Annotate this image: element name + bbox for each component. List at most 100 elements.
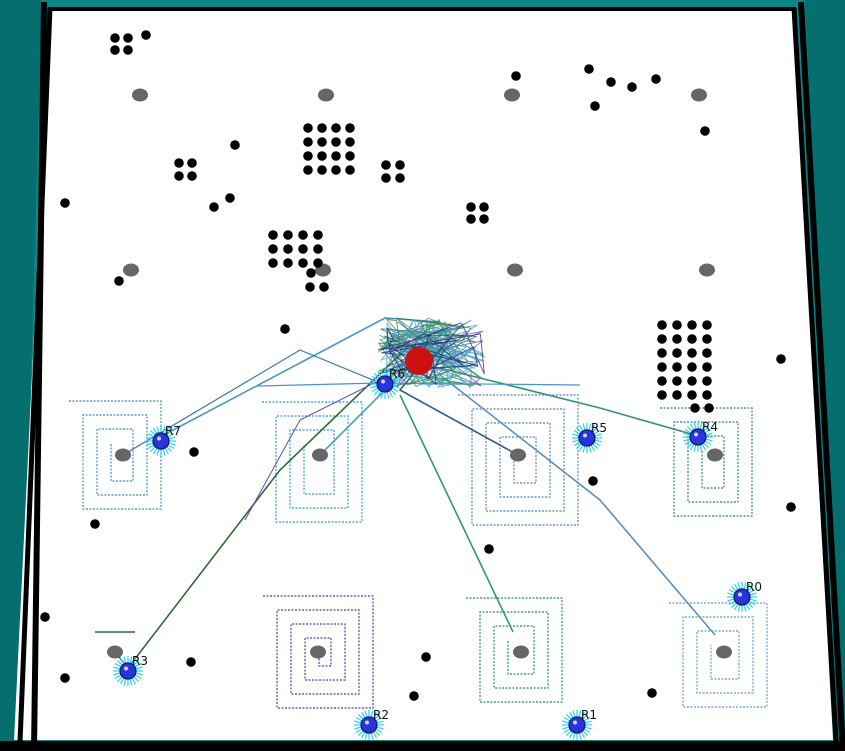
robot-r5[interactable]: R5 bbox=[572, 421, 607, 453]
obstacle-dot-icon bbox=[317, 165, 327, 175]
obstacle-dot-icon bbox=[409, 691, 419, 701]
obstacle-dot-icon bbox=[466, 214, 476, 224]
robot-label: R1 bbox=[581, 708, 597, 722]
goal-disc bbox=[405, 347, 433, 375]
robot-r3[interactable]: R3 bbox=[113, 654, 148, 686]
robot-label: R4 bbox=[702, 420, 718, 434]
robot-marker-icon bbox=[376, 375, 394, 393]
obstacle-dot-icon bbox=[466, 202, 476, 212]
robot-label: R5 bbox=[591, 421, 607, 435]
robot-halo bbox=[113, 656, 143, 686]
obstacle-dot-icon bbox=[317, 137, 327, 147]
robot-halo bbox=[727, 582, 757, 612]
obstacle-dot-icon bbox=[657, 334, 667, 344]
obstacle-dot-icon bbox=[268, 230, 278, 240]
obstacle-dot-icon bbox=[672, 348, 682, 358]
trail-path-r2 bbox=[244, 379, 381, 521]
obstacle-dot-icon bbox=[657, 376, 667, 386]
robot-r4[interactable]: R4 bbox=[683, 420, 718, 452]
robot-r0[interactable]: R0 bbox=[727, 580, 762, 612]
obstacle-dot-icon bbox=[331, 151, 341, 161]
obstacle-dot-icon bbox=[381, 160, 391, 170]
waypoint-icon bbox=[310, 645, 326, 659]
waypoint-icon bbox=[507, 263, 523, 277]
robot-r2[interactable]: R2 bbox=[354, 708, 389, 740]
obstacle-dot-icon bbox=[283, 244, 293, 254]
obstacle-dot-icon bbox=[283, 230, 293, 240]
obstacle-dot-icon bbox=[647, 688, 657, 698]
left-wall bbox=[0, 0, 42, 751]
obstacle-dot-icon bbox=[687, 320, 697, 330]
robot-halo bbox=[370, 369, 400, 399]
waypoint-icon bbox=[513, 645, 529, 659]
obstacle-dot-icon bbox=[345, 137, 355, 147]
obstacle-dot-icon bbox=[687, 362, 697, 372]
robot-r1[interactable]: R1 bbox=[562, 708, 597, 740]
obstacle-dot-icon bbox=[657, 348, 667, 358]
obstacle-dot-icon bbox=[317, 123, 327, 133]
obstacle-dot-icon bbox=[110, 45, 120, 55]
obstacle-dot-icon bbox=[110, 33, 120, 43]
obstacle-dot-icon bbox=[588, 476, 598, 486]
obstacle-dot-icon bbox=[189, 447, 199, 457]
obstacle-dot-icon bbox=[123, 33, 133, 43]
robot-r6[interactable]: R6 bbox=[370, 367, 405, 399]
robot-r7[interactable]: R7 bbox=[146, 424, 181, 456]
robot-marker-icon bbox=[152, 432, 170, 450]
frame-left-inner bbox=[17, 7, 53, 743]
robot-highlight bbox=[381, 379, 385, 384]
trail-spiral-r0 bbox=[669, 602, 768, 708]
obstacle-dot-icon bbox=[651, 74, 661, 84]
obstacle-dot-icon bbox=[114, 276, 124, 286]
target-waypoints bbox=[107, 88, 732, 659]
obstacle-dot-icon bbox=[479, 214, 489, 224]
obstacle-dot-icon bbox=[687, 334, 697, 344]
obstacle-dot-icon bbox=[700, 126, 710, 136]
trail-spiral-r6 bbox=[262, 401, 363, 523]
obstacle-dot-icon bbox=[395, 173, 405, 183]
robot-halo bbox=[572, 423, 602, 453]
obstacle-dot-icon bbox=[174, 171, 184, 181]
obstacle-dot-icon bbox=[687, 376, 697, 386]
obstacle-dot-icon bbox=[317, 151, 327, 161]
obstacle-dot-icon bbox=[174, 158, 184, 168]
trail-spiral-r5 bbox=[458, 394, 579, 526]
waypoint-icon bbox=[707, 448, 723, 462]
robot-halo bbox=[683, 422, 713, 452]
waypoint-icon bbox=[132, 88, 148, 102]
obstacle-dot-icon bbox=[702, 348, 712, 358]
obstacle-dot-icon bbox=[313, 230, 323, 240]
obstacle-dot-icon bbox=[280, 324, 290, 334]
obstacle-dot-icon bbox=[90, 519, 100, 529]
obstacle-dot-icon bbox=[209, 202, 219, 212]
obstacle-dot-icon bbox=[306, 268, 316, 278]
obstacle-dot-icon bbox=[786, 502, 796, 512]
obstacle-dot-icon bbox=[381, 173, 391, 183]
waypoint-icon bbox=[510, 448, 526, 462]
waypoint-icon bbox=[691, 88, 707, 102]
obstacle-dot-icon bbox=[511, 71, 521, 81]
robot-label: R7 bbox=[165, 424, 181, 438]
obstacle-dot-icon bbox=[657, 390, 667, 400]
robot-highlight bbox=[365, 720, 369, 725]
waypoint-icon bbox=[312, 448, 328, 462]
obstacle-dot-icon bbox=[606, 77, 616, 87]
robot-highlight bbox=[157, 436, 161, 441]
obstacle-dot-icon bbox=[690, 403, 700, 413]
obstacle-dot-icon bbox=[702, 390, 712, 400]
obstacle-dot-icon bbox=[687, 348, 697, 358]
obstacle-dot-icon bbox=[187, 171, 197, 181]
obstacle-dot-icon bbox=[702, 376, 712, 386]
obstacle-dot-icon bbox=[141, 30, 151, 40]
obstacle-dot-icon bbox=[305, 282, 315, 292]
obstacle-dot-icon bbox=[672, 390, 682, 400]
robot-marker-icon bbox=[578, 429, 596, 447]
robot-halo bbox=[562, 710, 592, 740]
trail-path-r4 bbox=[439, 367, 699, 437]
goal-cluster-scribble bbox=[377, 322, 485, 386]
obstacle-dot-icon bbox=[186, 657, 196, 667]
robot-marker-icon bbox=[689, 428, 707, 446]
